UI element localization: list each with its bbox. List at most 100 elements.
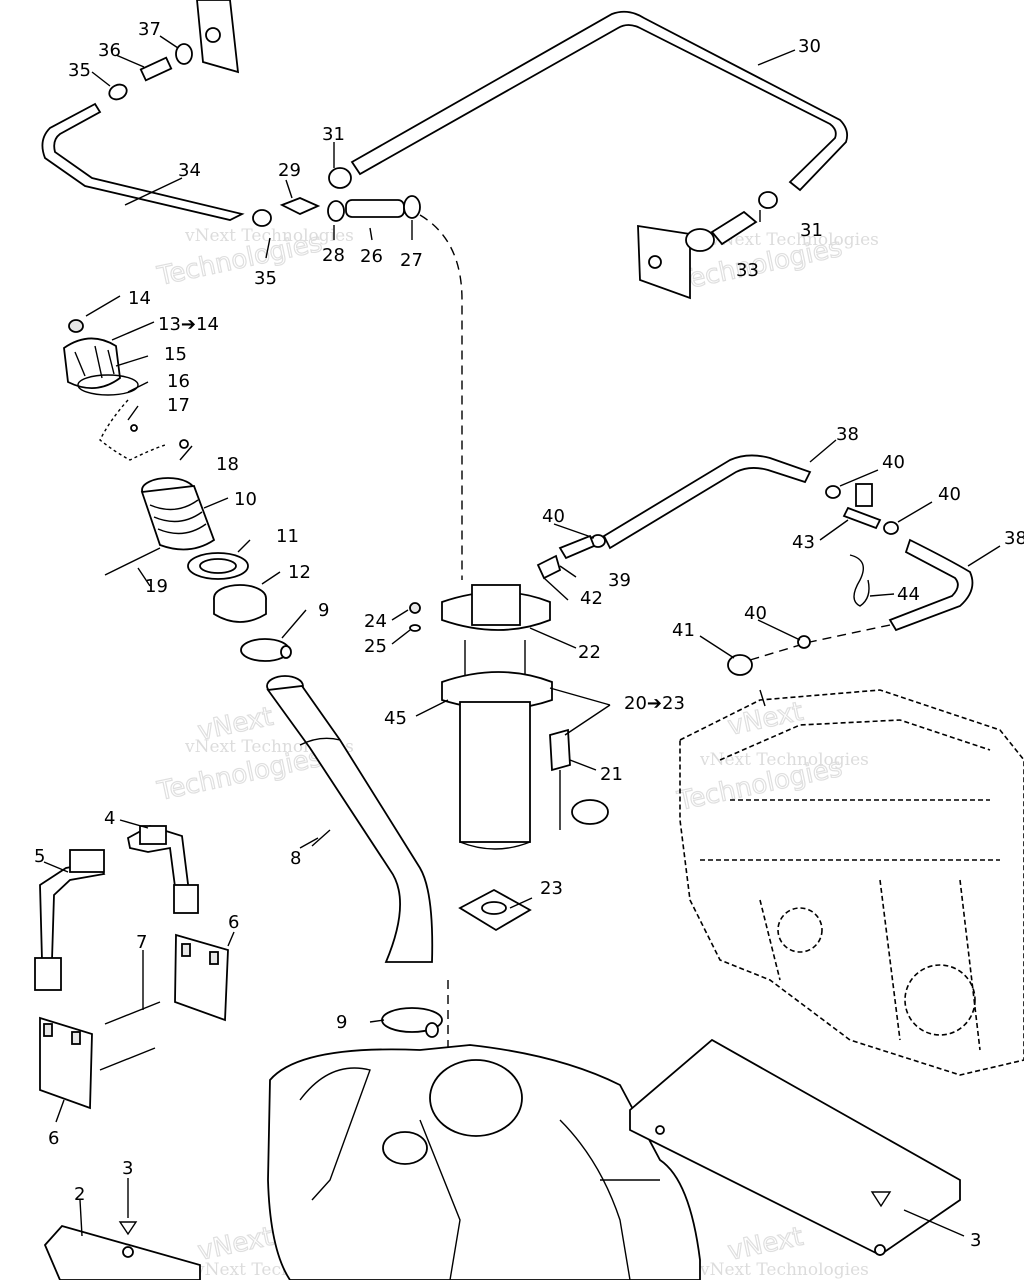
part-label-10: 10 [234,489,257,510]
support-rails [43,1038,961,1280]
pump-bottom [459,841,531,850]
filler-assembly [63,319,449,1060]
part-19-screw [104,547,161,576]
part-24-nut [409,602,421,614]
nut-side [213,598,267,623]
pointer-arrow [759,689,766,707]
part-3-screw [118,1221,138,1236]
part-30-hose [350,10,849,192]
part-label-21: 21 [600,764,623,785]
watermark-text: vNext Technologies [184,226,354,246]
part-31-clamp [328,167,352,189]
part-label-35b: 35 [254,268,277,289]
neck-threads [149,499,207,535]
engine-block [679,689,1024,1076]
part-label-33: 33 [736,260,759,281]
fuel-tank [267,1044,701,1280]
part-22-top [471,584,521,626]
rail-hole [874,1244,886,1256]
part-40-oring [825,485,841,499]
pad-slot [209,951,219,965]
strap-buckle [139,825,167,845]
part-label-14: 14 [128,288,151,309]
routing-line [419,214,463,580]
part-labels: 37 36 35 30 31 34 29 28 26 27 35 31 33 1… [34,19,1024,1251]
part-28-clamp [327,200,345,222]
part-27-clamp [403,195,421,219]
part-36-fitting [139,56,173,82]
part-label-3: 3 [122,1158,133,1179]
part-label-12: 12 [288,562,311,583]
part-label-34: 34 [178,160,201,181]
part-label-38b: 38 [1004,528,1024,549]
seal-ring [481,901,507,915]
clamp-screw [280,645,292,659]
part-10-filler-neck [140,485,216,551]
part-label-6b: 6 [48,1128,59,1149]
part-label-13: 13➔14 [158,314,219,335]
part-35-clamp [252,209,272,227]
tank-filler-port [382,1131,428,1165]
part-37-nut [175,43,193,65]
part-14-tether-cap [68,319,84,333]
engine-detail [700,719,1000,1051]
part-label-36: 36 [98,40,121,61]
pad-slot [43,1023,53,1037]
part-21-float [571,799,609,825]
part-21-float-arm [549,728,571,772]
part-label-38: 38 [836,424,859,445]
part-7-rivet [104,1001,161,1025]
part-label-24: 24 [364,611,387,632]
tank-ridges [559,1119,660,1280]
part-5-strap [39,860,106,961]
part-label-9: 9 [318,600,329,621]
part-label-27: 27 [400,250,423,271]
part-43-valve [855,483,873,507]
part-label-7: 7 [136,932,147,953]
part-label-19: 19 [145,576,168,597]
fuel-pump-assembly [409,584,609,932]
part-label-4: 4 [104,808,115,829]
cap-grip-lines [74,345,115,379]
strap-buckle [69,849,105,873]
part-8-fill-hose [266,685,434,963]
part-38-fuel-hose [888,538,974,632]
part-label-5: 5 [34,846,45,867]
part-label-45: 45 [384,708,407,729]
part-label-15: 15 [164,344,187,365]
part-35-clamp [108,83,128,101]
part-17-chain [99,399,166,461]
part-label-25: 25 [364,636,387,657]
tank-pump-opening [429,1059,523,1137]
part-label-29: 29 [278,160,301,181]
part-label-40: 40 [882,452,905,473]
part-label-41: 41 [672,620,695,641]
part-label-40d: 40 [744,603,767,624]
bracket-hole [648,255,662,269]
part-45-pump-body [459,701,531,843]
part-label-18: 18 [216,454,239,475]
part-label-31: 31 [322,124,345,145]
part-label-6: 6 [228,912,239,933]
part-label-11: 11 [276,526,299,547]
part-3-screw [870,1191,892,1208]
tank-ridges [299,1067,461,1280]
part-label-31b: 31 [800,220,823,241]
clamp-screw [425,1022,439,1038]
part-label-40: 40 [938,484,961,505]
pad-slot [71,1031,81,1045]
strap-buckle [173,884,199,914]
part-label-22: 22 [578,642,601,663]
watermark-text: vNext Technologies [699,750,869,770]
part-label-23: 23 [540,878,563,899]
part-label-20: 20➔23 [624,693,685,714]
part-label-35: 35 [68,60,91,81]
watermark-text: vNext Technologies [699,1260,869,1280]
part-label-17: 17 [167,395,190,416]
engine-pulley [777,907,823,953]
part-31-clamp [758,191,778,209]
rail-hole [122,1246,134,1258]
fuel-line-assembly [536,454,974,707]
part-label-28: 28 [322,245,345,266]
